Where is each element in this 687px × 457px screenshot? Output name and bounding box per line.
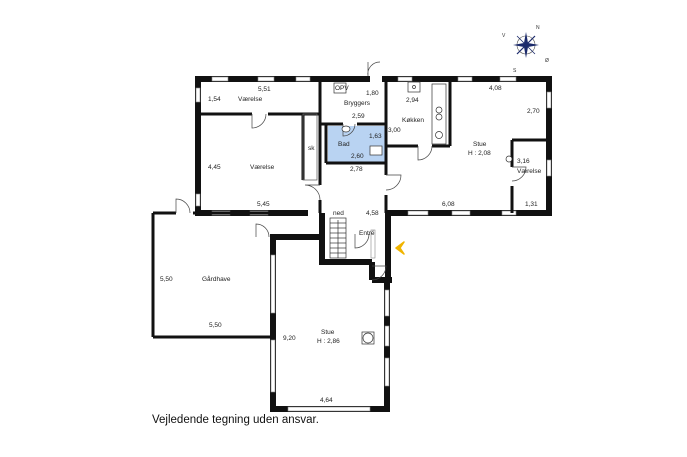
fireplace-frame: [361, 331, 375, 345]
vaerelse-big-dim-bottom: 5,45: [257, 201, 270, 208]
laundry-box: [333, 82, 347, 94]
vaerelse-right-name: Værelse: [517, 168, 542, 175]
compass-rose: N V S Ø: [502, 25, 549, 74]
garden-walls: [151, 211, 273, 339]
stue-upper-dim-bottom: 6,08: [442, 201, 455, 208]
vaerelse-small-dim-top: 5,51: [258, 86, 271, 93]
fixtures: [333, 81, 513, 345]
disclaimer-caption: Vejledende tegning uden ansvar.: [152, 414, 319, 426]
compass-v: V: [502, 33, 506, 39]
entrance-marker: [395, 241, 405, 255]
compass-s: S: [513, 68, 517, 74]
vaerelse-small-dim-side: 1,54: [208, 96, 221, 103]
entre-dim: 4,58: [366, 210, 379, 217]
stove-burner-2: [435, 131, 443, 139]
stove-upper: [505, 155, 513, 163]
windows-lower: [270, 229, 390, 412]
kitchen-sink: [407, 81, 421, 93]
closet-box: [302, 113, 318, 181]
vaerelse-small-name: Værelse: [238, 96, 263, 103]
koekken-name: Køkken: [402, 117, 424, 124]
sink-drain: [412, 85, 416, 89]
vaerelse-right-dim-side: 3,16: [517, 158, 530, 165]
stue-upper-dim-side: 2,70: [527, 108, 540, 115]
compass-n: N: [536, 25, 540, 31]
koekken-dim-side: 3,00: [388, 127, 401, 134]
stove-burner: [435, 106, 443, 114]
vaerelse-right-dim-bottom: 1,31: [525, 201, 538, 208]
stue-lower-height: H : 2,86: [317, 338, 340, 345]
bad-dim-bottom: 2,60: [351, 153, 364, 160]
stairs-label: ned: [333, 210, 344, 217]
bathroom-floor: [328, 126, 385, 162]
koekken-dim-top: 2,94: [406, 97, 419, 104]
fireplace: [362, 332, 374, 344]
sk-label: sk: [308, 145, 315, 152]
bad-name: Bad: [338, 141, 350, 148]
bad-dim-side: 1,63: [369, 133, 382, 140]
stue-upper-dim-top: 4,08: [489, 85, 502, 92]
opv-tag: OPV: [335, 85, 349, 92]
vaerelse-big-dim-side: 4,45: [208, 164, 221, 171]
bryggers-dim-bottom: 2,59: [352, 113, 365, 120]
stairs: [329, 217, 347, 259]
stue-lower-dim-bottom: 4,64: [320, 397, 333, 404]
bryggers-name: Bryggers: [344, 100, 371, 107]
hall-dim: 2,78: [350, 166, 363, 173]
vaerelse-big-name: Værelse: [250, 164, 275, 171]
gaardhave-dim-bottom: 5,50: [209, 322, 222, 329]
gaardhave-dim-side: 5,50: [160, 276, 173, 283]
toilet: [341, 125, 351, 133]
bath-sink: [369, 145, 383, 156]
stue-upper-name: Stue: [473, 141, 487, 148]
entre-name: Entré: [359, 230, 375, 237]
stue-lower-dim-side: 9,20: [283, 335, 296, 342]
bryggers-dim-top: 1,80: [366, 90, 379, 97]
compass-o: Ø: [545, 58, 549, 64]
stue-upper-height: H : 2,08: [468, 150, 491, 157]
gaardhave-name: Gårdhave: [202, 275, 231, 283]
stue-lower-name: Stue: [321, 329, 335, 336]
door-swings: [175, 61, 527, 281]
